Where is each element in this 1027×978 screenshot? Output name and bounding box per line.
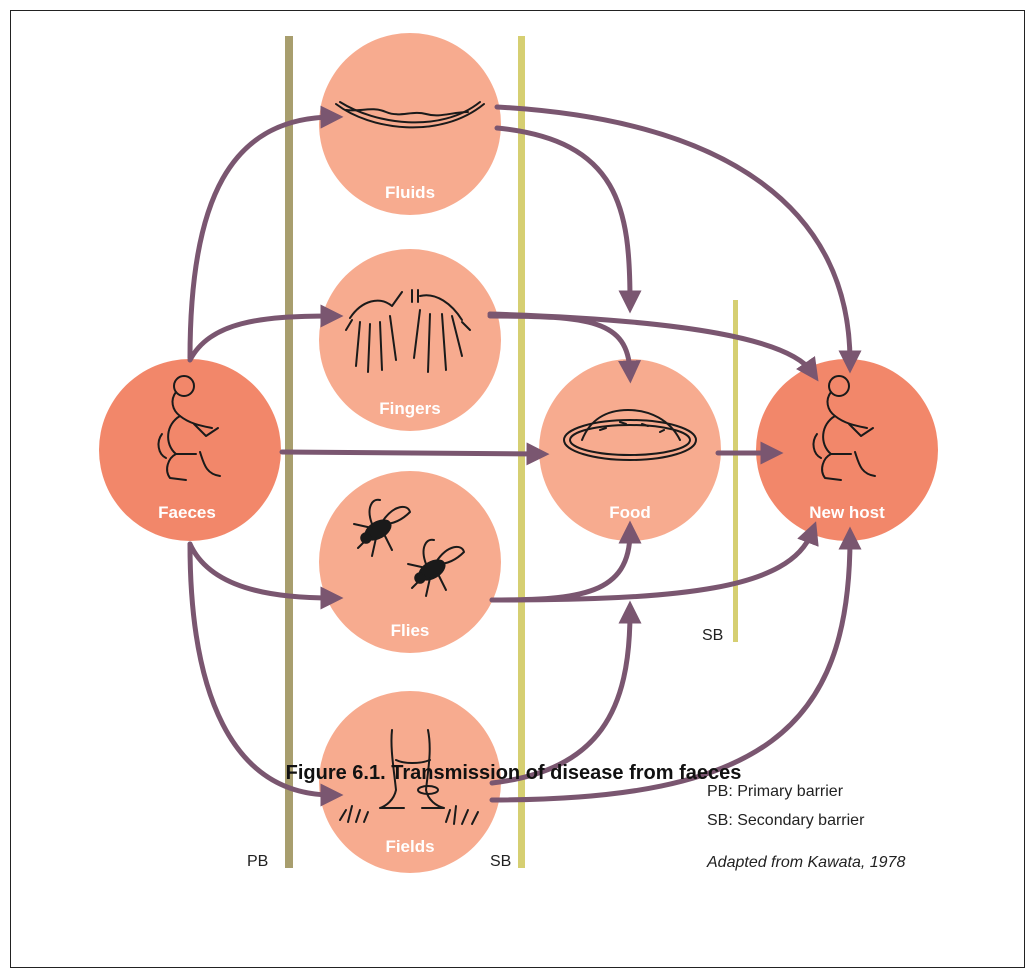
arrow-fingers-newhost <box>487 311 819 382</box>
legs-icon <box>339 729 479 825</box>
barrier-label-pb: PB <box>247 853 268 870</box>
arrow-fields-food <box>489 600 642 786</box>
legend-pb: PB: Primary barrier <box>707 783 844 800</box>
crouching-person-icon <box>812 375 876 481</box>
node-label-new-host: New host <box>809 503 885 522</box>
node-fingers <box>319 249 501 431</box>
source-credit: Adapted from Kawata, 1978 <box>706 854 905 871</box>
figure-caption: Figure 6.1. Transmission of disease from… <box>285 762 742 784</box>
arrow-faeces-food <box>279 442 550 466</box>
arrow-faeces-fields <box>187 541 344 807</box>
arrow-flies-newhost <box>489 521 819 603</box>
node-label-fields: Fields <box>385 837 434 856</box>
node-fields <box>319 691 501 873</box>
arrow-fluids-newhost <box>494 104 862 374</box>
food-plate-icon <box>563 409 697 461</box>
arrow-flies-food <box>489 520 642 603</box>
barrier-label-sb-main: SB <box>490 853 511 870</box>
node-faeces <box>99 359 281 541</box>
secondary-barrier-line-right <box>733 300 738 642</box>
node-label-faeces: Faeces <box>158 503 216 522</box>
hands-icon <box>345 289 471 373</box>
node-new-host <box>756 359 938 541</box>
node-fluids <box>319 33 501 215</box>
node-label-fluids: Fluids <box>385 183 435 202</box>
node-flies <box>319 471 501 653</box>
arrow-faeces-flies <box>187 541 344 610</box>
figure-frame <box>10 10 1025 968</box>
barrier-label-sb-right: SB <box>702 627 723 644</box>
node-label-food: Food <box>609 503 651 522</box>
arrow-faeces-fluids <box>187 105 344 361</box>
arrow-faeces-fingers <box>187 304 344 363</box>
arrow-fields-newhost <box>489 526 862 803</box>
crouching-person-icon <box>157 375 221 481</box>
node-food <box>539 359 721 541</box>
node-label-flies: Flies <box>391 621 430 640</box>
arrows <box>187 104 862 807</box>
arrow-fluids-food <box>494 125 642 314</box>
node-label-fingers: Fingers <box>379 399 440 418</box>
flies-icon <box>353 498 465 597</box>
legend-sb: SB: Secondary barrier <box>707 812 865 829</box>
water-bowl-icon <box>335 101 485 129</box>
